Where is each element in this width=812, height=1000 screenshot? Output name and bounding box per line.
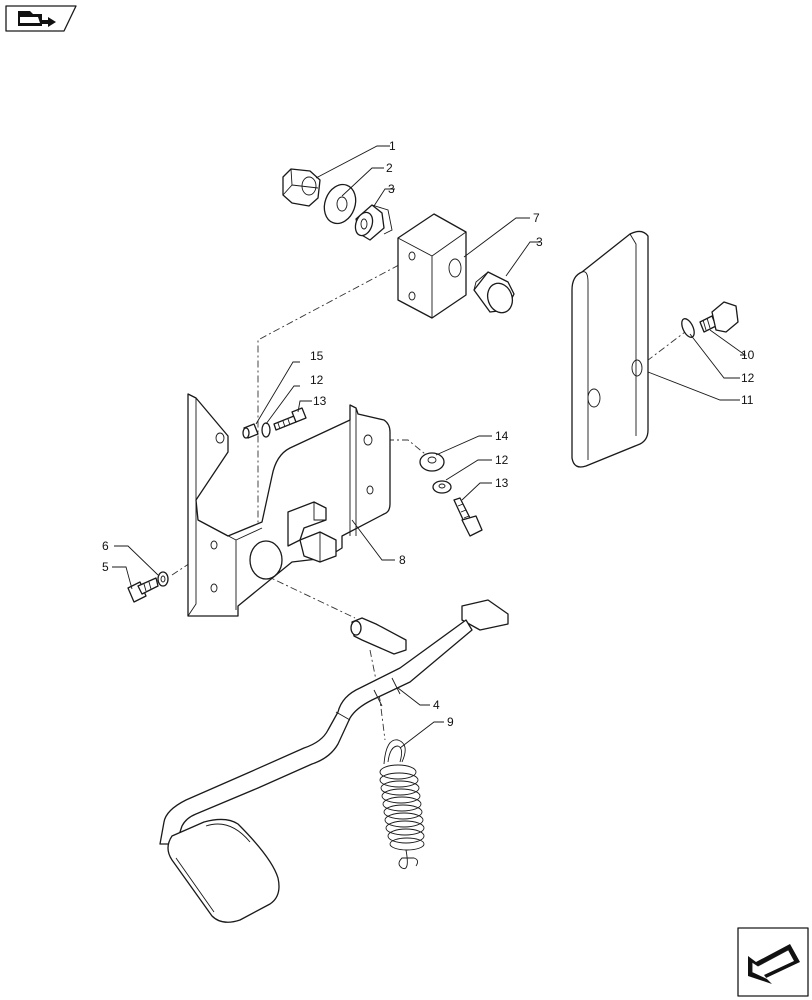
callout-13-left: 13 xyxy=(313,394,327,408)
callout-5: 5 xyxy=(102,560,109,574)
washer-bracket xyxy=(432,480,452,494)
callout-12-right: 12 xyxy=(741,371,755,385)
callout-8: 8 xyxy=(399,553,406,567)
folder-nav-button[interactable] xyxy=(5,5,77,32)
washer-plate xyxy=(681,318,695,338)
folder-arrow-icon xyxy=(18,11,56,27)
screw-pin xyxy=(273,407,307,431)
nut xyxy=(282,168,321,207)
bolt-bracket xyxy=(453,497,483,537)
callout-2: 2 xyxy=(386,161,393,175)
callout-1: 1 xyxy=(389,139,396,153)
next-page-arrow-icon xyxy=(748,944,800,984)
callout-4: 4 xyxy=(433,698,440,712)
spacer xyxy=(419,452,445,472)
callout-14: 14 xyxy=(495,429,509,443)
callout-7: 7 xyxy=(533,211,540,225)
bolt-left xyxy=(127,577,159,603)
pivot-block xyxy=(397,213,467,319)
callout-11: 11 xyxy=(741,393,754,407)
callout-3-lower: 3 xyxy=(536,235,543,249)
bushing-lower xyxy=(473,271,515,314)
bushing-upper xyxy=(354,204,393,241)
pin xyxy=(242,423,259,439)
callout-labels: 1 2 3 7 3 10 12 11 15 12 13 14 12 13 6 5… xyxy=(102,139,755,729)
washer xyxy=(323,183,357,225)
callout-10: 10 xyxy=(741,348,755,362)
cover-plate xyxy=(571,230,649,468)
bolt-plate xyxy=(699,301,739,333)
next-page-button[interactable] xyxy=(737,927,809,997)
pedal-lever xyxy=(159,599,509,923)
callout-12-left: 12 xyxy=(310,373,324,387)
callout-15: 15 xyxy=(310,349,324,363)
washer-left xyxy=(157,571,169,587)
callout-12-middle: 12 xyxy=(495,453,509,467)
callout-leaders xyxy=(112,145,747,749)
pedal-bracket xyxy=(187,393,391,617)
callout-3-upper: 3 xyxy=(388,182,395,196)
return-spring xyxy=(379,739,425,870)
callout-6: 6 xyxy=(102,539,109,553)
callout-13-middle: 13 xyxy=(495,476,509,490)
callout-9: 9 xyxy=(447,715,454,729)
washer-pin xyxy=(261,422,271,438)
